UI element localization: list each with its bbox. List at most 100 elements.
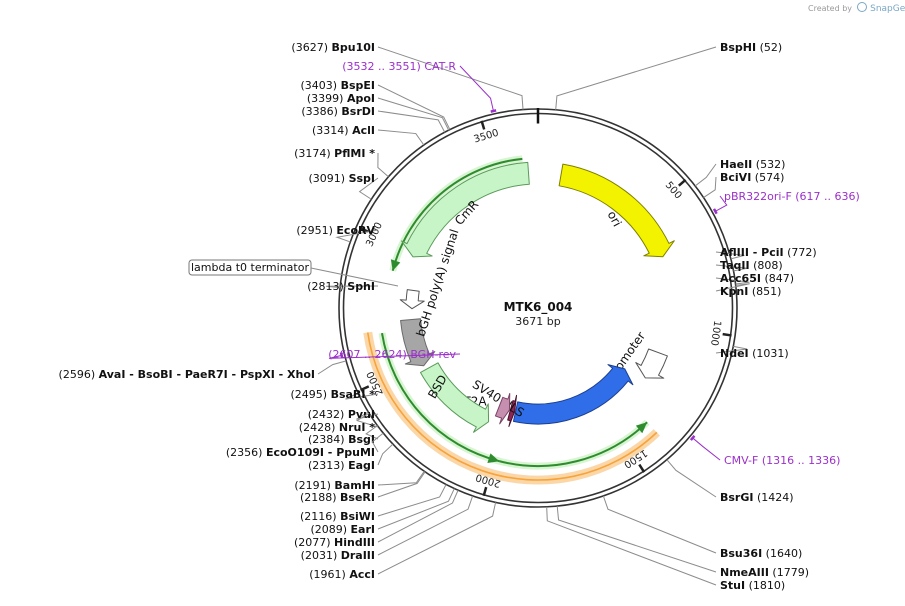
- primer-mark[interactable]: [689, 435, 696, 441]
- highlight-band-edge: [366, 332, 658, 481]
- site-position: (2813): [307, 280, 344, 293]
- site-label[interactable]: BsrGI (1424): [720, 491, 794, 504]
- site-name: BseRI: [340, 491, 375, 504]
- site-label[interactable]: (2031) DraIII: [301, 549, 375, 562]
- primer-label[interactable]: (2607 .. 2624) BGH-rev: [328, 348, 456, 361]
- site-label[interactable]: Bsu36I (1640): [720, 547, 802, 560]
- site-leader: [377, 490, 459, 543]
- feature-tagbfp[interactable]: [512, 364, 634, 425]
- primer-mark[interactable]: [339, 352, 344, 359]
- feature-bgh[interactable]: [400, 318, 436, 367]
- site-label[interactable]: (1961) AccI: [309, 568, 375, 581]
- site-name: BsiWI: [340, 510, 375, 523]
- feature-ori[interactable]: [558, 163, 675, 258]
- site-label[interactable]: (2077) HindIII: [294, 536, 375, 549]
- site-label[interactable]: StuI (1810): [720, 579, 785, 592]
- site-label[interactable]: (2188) BseRI: [300, 491, 375, 504]
- site-label[interactable]: (3174) PflMI *: [294, 147, 375, 160]
- ruler-tick: [482, 486, 488, 497]
- site-label[interactable]: (2432) PvuI: [308, 408, 375, 421]
- primer-label[interactable]: pBR322ori-F (617 .. 636): [724, 190, 860, 203]
- site-label[interactable]: AflIII - PciI (772): [720, 246, 817, 259]
- restriction-site-layer: (3627) Bpu10I BspHI (52) (3403) BspEI(3399…: [59, 41, 817, 592]
- site-position: (1810): [749, 579, 786, 592]
- site-label[interactable]: (2495) BsaBI *: [291, 388, 376, 401]
- site-label[interactable]: (3314) AclI: [312, 124, 375, 137]
- primer-leader: [692, 437, 721, 461]
- primer-label[interactable]: CMV-F (1316 .. 1336): [724, 454, 840, 467]
- orf-line: [391, 157, 523, 271]
- site-label[interactable]: (2384) BsgI: [308, 433, 375, 446]
- site-label[interactable]: (2428) NruI *: [299, 421, 375, 434]
- ruler-label: 1000: [708, 320, 722, 347]
- site-leader: [694, 163, 717, 187]
- ruler-label: 3500: [473, 128, 501, 146]
- site-position: (532): [756, 158, 786, 171]
- site-position: (2089): [310, 523, 347, 536]
- site-label[interactable]: (3403) BspEI: [301, 79, 376, 92]
- feature-bsd[interactable]: [420, 362, 490, 433]
- ruler-tick: [359, 226, 369, 233]
- site-name: BsaBI *: [331, 388, 376, 401]
- site-name: NmeAIII: [720, 566, 769, 579]
- site-position: (3403): [301, 79, 338, 92]
- site-label[interactable]: (2813) SphI: [307, 280, 375, 293]
- site-leader: [371, 432, 384, 453]
- primer-leader: [715, 195, 728, 212]
- site-name: NdeI: [720, 347, 749, 360]
- site-leader: [356, 411, 379, 420]
- site-label[interactable]: (3627) Bpu10I: [291, 41, 375, 54]
- site-label[interactable]: NmeAIII (1779): [720, 566, 809, 579]
- site-label[interactable]: (2356) EcoO109I - PpuMI: [226, 446, 375, 459]
- site-label[interactable]: Acc65I (847): [720, 272, 794, 285]
- site-position: (1640): [766, 547, 803, 560]
- orf-arrowhead: [487, 453, 500, 463]
- site-position: (847): [764, 272, 794, 285]
- site-position: (2428): [299, 421, 336, 434]
- feature-cmr[interactable]: [401, 161, 530, 258]
- site-label[interactable]: (2116) BsiWI: [300, 510, 375, 523]
- site-label[interactable]: (3091) SspI: [308, 172, 375, 185]
- site-label[interactable]: (2313) EagI: [308, 459, 375, 472]
- site-name: HaeII: [720, 158, 752, 171]
- site-leader: [377, 110, 446, 133]
- site-label[interactable]: (2191) BamHI: [294, 479, 375, 492]
- site-leader: [365, 425, 379, 440]
- site-name: AclI: [352, 124, 375, 137]
- site-leader: [355, 412, 379, 428]
- feature-cmv-promoter[interactable]: [635, 348, 668, 379]
- site-leader: [377, 84, 451, 130]
- site-label[interactable]: (2089) EarI: [310, 523, 375, 536]
- site-position: (1031): [752, 347, 789, 360]
- site-label[interactable]: (3399) ApoI: [307, 92, 375, 105]
- site-name: SspI: [349, 172, 375, 185]
- site-leader: [317, 360, 347, 375]
- site-label[interactable]: KpnI (851): [720, 285, 781, 298]
- site-label[interactable]: NdeI (1031): [720, 347, 789, 360]
- primer-mark[interactable]: [712, 208, 718, 215]
- feature-label: lambda t0 terminator: [191, 261, 309, 274]
- site-leader: [556, 506, 717, 573]
- primer-label[interactable]: (3532 .. 3551) CAT-R: [342, 60, 456, 73]
- site-leader: [602, 495, 717, 554]
- feature-label: TagBFP: [540, 430, 584, 444]
- site-position: (2356): [226, 446, 263, 459]
- site-name: TaqII: [720, 259, 750, 272]
- feature-sv40-nls[interactable]: [507, 394, 518, 427]
- site-label[interactable]: BspHI (52): [720, 41, 782, 54]
- ruler-tick: [360, 385, 370, 392]
- primer-mark[interactable]: [490, 109, 497, 113]
- site-label[interactable]: HaeII (532): [720, 158, 785, 171]
- site-label[interactable]: BciVI (574): [720, 171, 784, 184]
- site-label[interactable]: (2596) AvaI - BsoBI - PaeR7I - PspXI - X…: [59, 368, 315, 381]
- feature-t2a[interactable]: [494, 392, 511, 425]
- site-name: EcoO109I - PpuMI: [266, 446, 375, 459]
- ruler-tick: [678, 178, 687, 187]
- site-label[interactable]: (3386) BsrDI: [301, 105, 375, 118]
- site-label[interactable]: TaqII (808): [720, 259, 783, 272]
- feature-lambda-t0[interactable]: [399, 289, 425, 310]
- orf-line: [496, 421, 648, 467]
- site-label[interactable]: (2951) EcoRV: [296, 224, 375, 237]
- site-leader: [666, 459, 717, 498]
